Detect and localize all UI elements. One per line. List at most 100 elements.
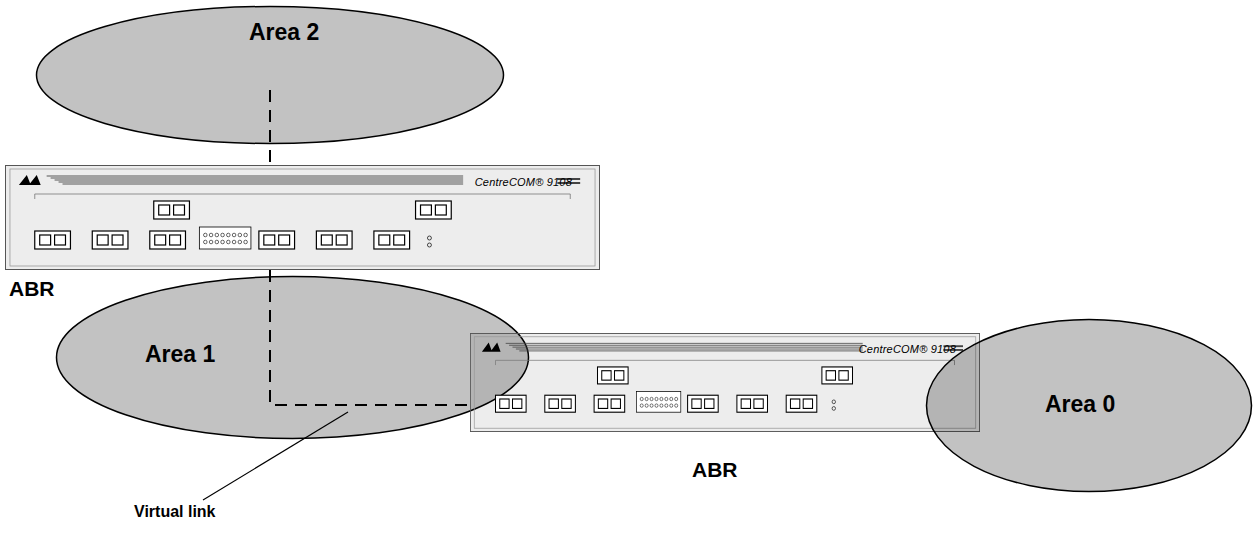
status-led (427, 243, 431, 247)
area-region: Area 2 (35, 5, 505, 145)
text-holder: CentreCOM® 9108 (475, 172, 572, 190)
port (786, 395, 817, 412)
port (154, 201, 190, 219)
port-socket (549, 399, 558, 408)
logo (19, 175, 41, 185)
port (92, 231, 128, 249)
stripe (513, 347, 863, 348)
port (374, 231, 410, 249)
led (221, 240, 225, 244)
text-holder: ABR (9, 277, 55, 301)
router-role: ABR (692, 458, 738, 481)
led (204, 240, 208, 244)
area-ellipse (57, 277, 529, 439)
stripe (63, 184, 464, 185)
led (655, 404, 658, 407)
port-socket (170, 235, 181, 245)
led (665, 397, 668, 400)
led (675, 397, 678, 400)
area-ellipse (927, 320, 1252, 492)
activity-panel (637, 391, 681, 412)
port-socket (562, 399, 571, 408)
port-socket (513, 399, 522, 408)
port-socket (615, 371, 624, 380)
port (416, 201, 452, 219)
router-role: ABR (9, 277, 55, 300)
led (227, 233, 231, 237)
led (215, 233, 219, 237)
port-socket (839, 371, 848, 380)
port-socket (602, 371, 611, 380)
led (227, 240, 231, 244)
led (244, 240, 248, 244)
led (645, 404, 648, 407)
stripe (55, 180, 464, 181)
port-socket (754, 399, 763, 408)
port-socket (97, 235, 108, 245)
port (737, 395, 768, 412)
led (645, 397, 648, 400)
port (259, 231, 295, 249)
area-region: Area 0 (925, 318, 1253, 493)
port-socket (40, 235, 51, 245)
led (209, 240, 213, 244)
status-led (832, 407, 835, 411)
switch-device: CentreCOM® 9108ABR (5, 165, 600, 270)
port-socket (435, 205, 446, 215)
port-socket (336, 235, 347, 245)
switch-body (5, 166, 599, 270)
stripe (59, 182, 464, 183)
port-socket (692, 399, 701, 408)
port (35, 231, 71, 249)
port-socket (741, 399, 750, 408)
area-name: Area 1 (145, 341, 215, 367)
area-name: Area 0 (1045, 391, 1115, 417)
port-socket (155, 235, 166, 245)
switch-device: CentreCOM® 9108ABR (470, 333, 980, 432)
text-holder: CentreCOM® 9108 (859, 339, 956, 357)
port-socket (264, 235, 275, 245)
port (150, 231, 186, 249)
led (244, 233, 248, 237)
led (640, 397, 643, 400)
logo (482, 342, 501, 351)
port (688, 395, 719, 412)
led (660, 397, 663, 400)
status-led (427, 236, 431, 240)
model-name: CentreCOM® 9108 (859, 343, 956, 355)
led (650, 404, 653, 407)
port-socket (379, 235, 390, 245)
port (594, 395, 625, 412)
port-socket (321, 235, 332, 245)
led (665, 404, 668, 407)
stripe (47, 176, 464, 177)
port-socket (174, 205, 185, 215)
status-led (832, 400, 835, 404)
stripe (506, 343, 863, 344)
area-shape (55, 275, 530, 440)
port-socket (826, 371, 835, 380)
led (655, 397, 658, 400)
activity-panel (199, 227, 251, 249)
led (660, 404, 663, 407)
stripe (509, 345, 863, 346)
led (238, 233, 242, 237)
port (496, 395, 527, 412)
led (238, 240, 242, 244)
text-holder: ABR (692, 458, 738, 482)
port-socket (611, 399, 620, 408)
port-bracket (496, 360, 955, 365)
text-holder: Area 1 (145, 341, 215, 368)
led (640, 404, 643, 407)
port (822, 367, 853, 384)
led (232, 233, 236, 237)
stripe (51, 178, 464, 179)
stripe (516, 349, 863, 350)
port-socket (55, 235, 66, 245)
port-socket (112, 235, 123, 245)
led (221, 233, 225, 237)
port-socket (598, 399, 607, 408)
stripe (519, 350, 862, 351)
switch-faceplate (474, 337, 976, 428)
